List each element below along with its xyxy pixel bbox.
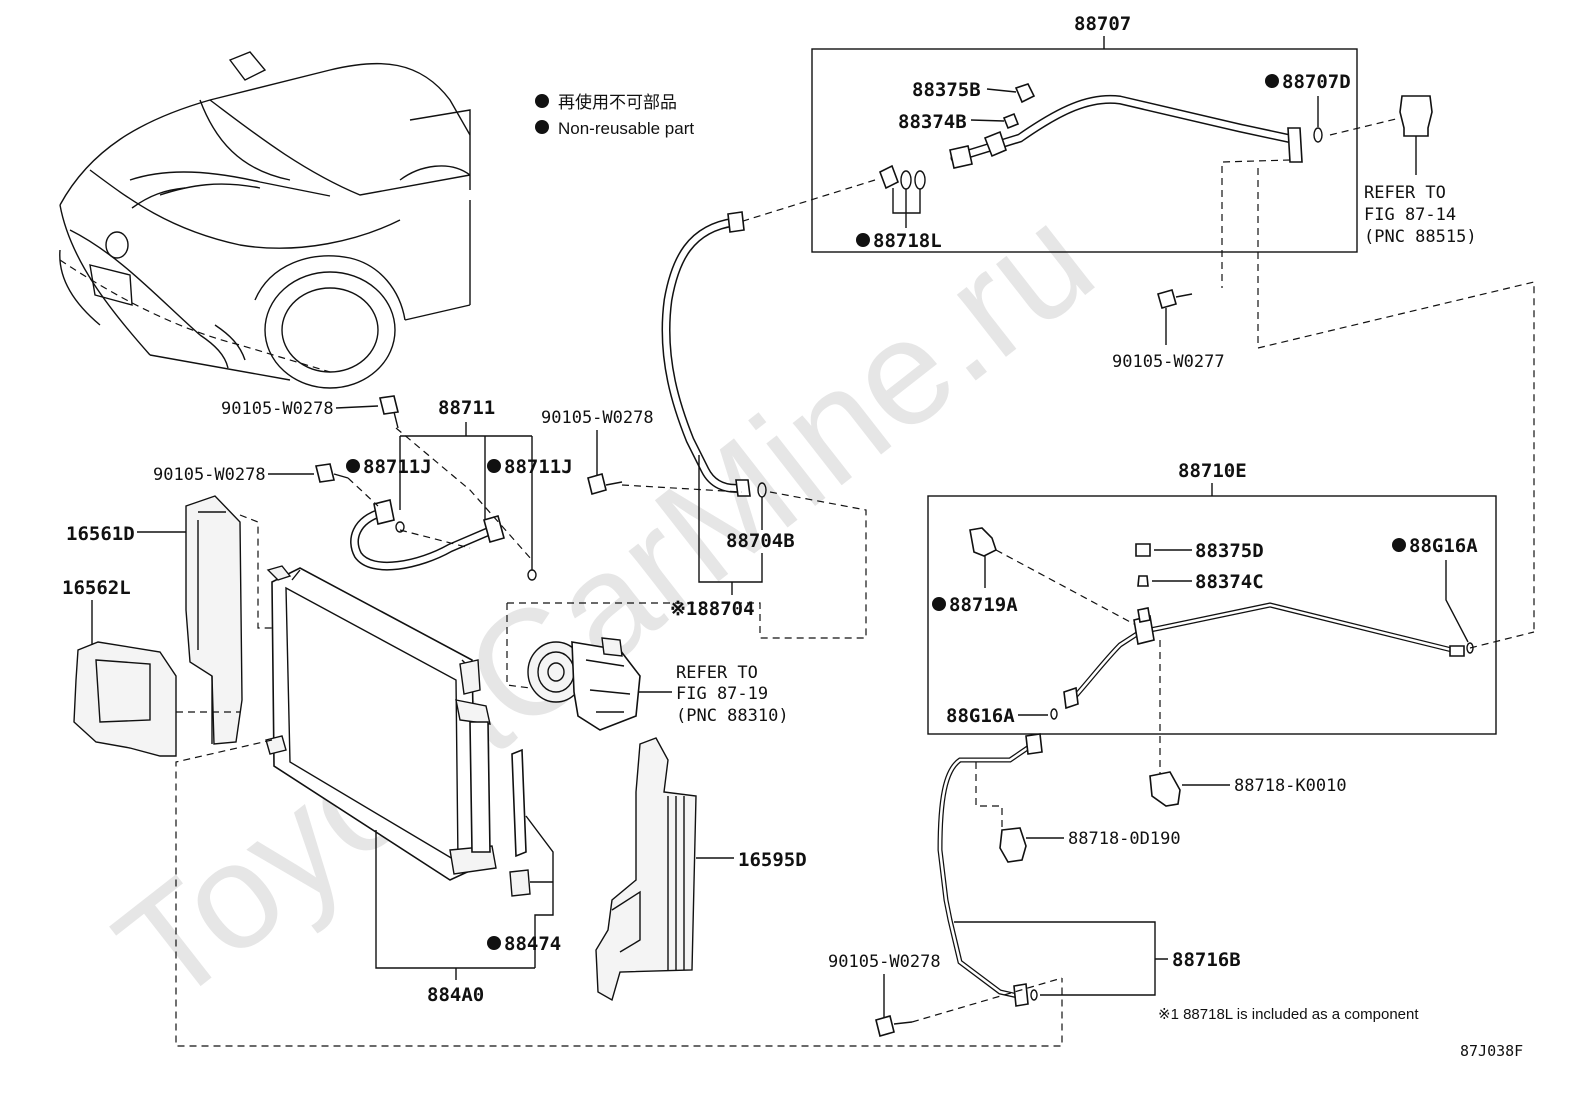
label-88G16A-b: 88G16A — [946, 705, 1015, 727]
o-ring-icon — [914, 170, 926, 190]
bolt-icon — [1157, 289, 1177, 309]
bolt-90105-w0277: 90105-W0277 — [1112, 289, 1225, 372]
o-ring-icon — [395, 521, 405, 533]
label-16561D: 16561D — [66, 523, 135, 545]
o-ring-icon — [527, 569, 537, 581]
clamp-icon — [999, 827, 1027, 863]
label-88711J-a: 88711J — [363, 456, 432, 478]
o-ring-icon — [1313, 127, 1323, 143]
bolt-icon — [315, 463, 335, 483]
label-88707: 88707 — [1074, 13, 1131, 35]
label-88718-0d190: 88718-0D190 — [1068, 829, 1181, 849]
bolt-90105-w0278-b: 90105-W0278 — [221, 395, 399, 429]
group-88707: 88707 88375B 88374B 88718L 88707D — [811, 13, 1358, 253]
label-88374B: 88374B — [898, 111, 967, 133]
bolt-icon — [587, 473, 607, 495]
pressure-switch-icon — [1399, 95, 1433, 137]
label-88711: 88711 — [438, 397, 495, 419]
refer-fig-87-19: REFER TO FIG 87-19 (PNC 88310) — [676, 663, 789, 726]
label-88711J-b: 88711J — [504, 456, 573, 478]
non-reusable-marker-icon — [535, 94, 549, 108]
bolt-90105-w0278-c: 90105-W0278 — [153, 463, 349, 485]
legend: 再使用不可部品 Non-reusable part — [535, 92, 694, 138]
refer-line-2: FIG 87-14 — [1364, 205, 1456, 225]
refer-line-1: REFER TO — [676, 663, 758, 683]
refer-line-3: (PNC 88310) — [676, 706, 789, 726]
label-88704: ※188704 — [670, 598, 755, 620]
seal-16562L: 16562L — [62, 577, 177, 757]
legend-japanese: 再使用不可部品 — [558, 92, 677, 112]
refer-line-1: REFER TO — [1364, 183, 1446, 203]
hose-88711: 88711 88711J 88711J — [346, 397, 573, 581]
label-88374C: 88374C — [1195, 571, 1264, 593]
label-88G16A-a: 88G16A — [1409, 535, 1478, 557]
label-88375B: 88375B — [912, 79, 981, 101]
refer-line-3: (PNC 88515) — [1364, 227, 1477, 247]
bolt-icon — [379, 395, 399, 415]
clip-icon — [878, 164, 900, 190]
label-88375D: 88375D — [1195, 540, 1264, 562]
cap-icon — [1014, 83, 1036, 104]
sensor-icon — [969, 527, 997, 557]
label-884A0: 884A0 — [427, 984, 484, 1006]
label-88716B: 88716B — [1172, 949, 1241, 971]
o-ring-icon — [1050, 708, 1058, 720]
tube-88716B: 88716B — [937, 733, 1241, 1007]
label-16595D: 16595D — [738, 849, 807, 871]
label-90105-w0278-d: 90105-W0278 — [828, 952, 941, 972]
figure-code: 87J038F — [1460, 1042, 1523, 1060]
label-90105-w0278-c: 90105-W0278 — [153, 465, 266, 485]
desiccant-88474: 88474 — [487, 748, 561, 968]
condenser-884A0: 884A0 — [265, 565, 535, 1006]
label-88704B: 88704B — [726, 530, 795, 552]
label-90105-w0278-a: 90105-W0278 — [541, 408, 654, 428]
bolt-icon — [875, 1015, 895, 1037]
seal-16595D: 16595D — [595, 737, 807, 1002]
label-88718-k0010: 88718-K0010 — [1234, 776, 1347, 796]
compressor-icon — [527, 637, 641, 731]
clamp-icon — [1149, 771, 1181, 807]
label-88707D: 88707D — [1282, 71, 1351, 93]
bolt-90105-w0278-d: 90105-W0278 — [828, 952, 941, 1037]
valve-core-icon — [1002, 112, 1020, 130]
clamp-88718-K0010: 88718-K0010 — [1149, 771, 1347, 807]
legend-english: Non-reusable part — [558, 119, 694, 138]
refer-line-2: FIG 87-19 — [676, 684, 768, 704]
cap-icon — [1135, 543, 1151, 557]
label-90105-w0277: 90105-W0277 — [1112, 352, 1225, 372]
label-88710E: 88710E — [1178, 460, 1247, 482]
group-88710E: 88710E 88719A 88375D 88374C 88G16A 88G16… — [927, 460, 1497, 735]
seal-16561D: 16561D — [66, 495, 243, 745]
o-ring-icon — [1030, 989, 1038, 1001]
label-88719A: 88719A — [949, 594, 1018, 616]
footnote: ※1 88718L is included as a component — [1158, 1006, 1419, 1023]
label-90105-w0278-b: 90105-W0278 — [221, 399, 334, 419]
valve-core-icon — [1137, 575, 1149, 587]
o-ring-icon — [1466, 642, 1474, 654]
label-16562L: 16562L — [62, 577, 131, 599]
vehicle-sketch-icon — [59, 51, 471, 389]
non-reusable-marker-icon — [535, 120, 549, 134]
label-88718L: 88718L — [873, 230, 942, 252]
refer-fig-87-14: REFER TO FIG 87-14 (PNC 88515) — [1364, 95, 1477, 247]
label-88474: 88474 — [504, 933, 561, 955]
o-ring-icon — [900, 170, 912, 190]
clamp-88718-0D190: 88718-0D190 — [999, 827, 1181, 863]
bolt-90105-w0278-a: 90105-W0278 — [541, 408, 654, 495]
